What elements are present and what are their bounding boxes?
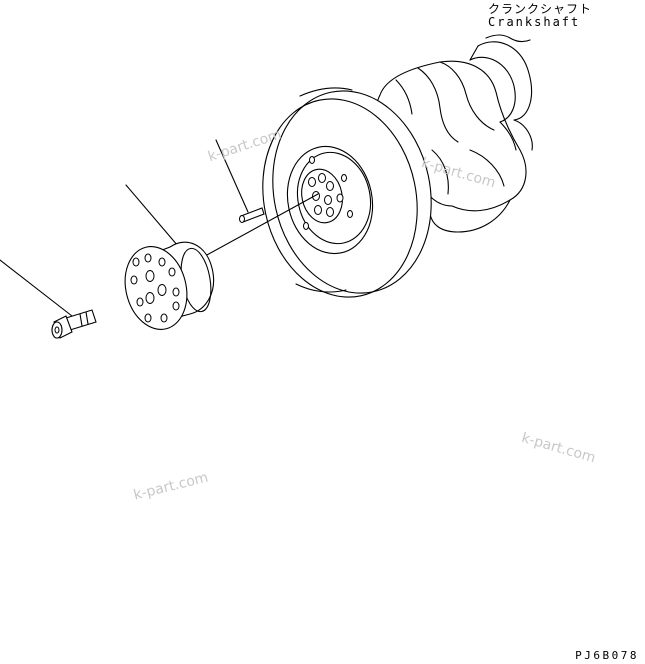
crankshaft-leader-line <box>485 34 531 43</box>
damper-disc <box>124 184 214 330</box>
crankshaft-label-japanese: クランクシャフト <box>488 2 593 16</box>
assembly-axis-line <box>204 193 319 257</box>
dowel-pin <box>215 139 265 223</box>
crankshaft-label: Crankshaft <box>488 15 581 29</box>
drawing-code: PJ6B078 <box>575 649 639 662</box>
crankshaft-pulley <box>262 87 432 298</box>
mounting-bolt <box>0 259 97 339</box>
